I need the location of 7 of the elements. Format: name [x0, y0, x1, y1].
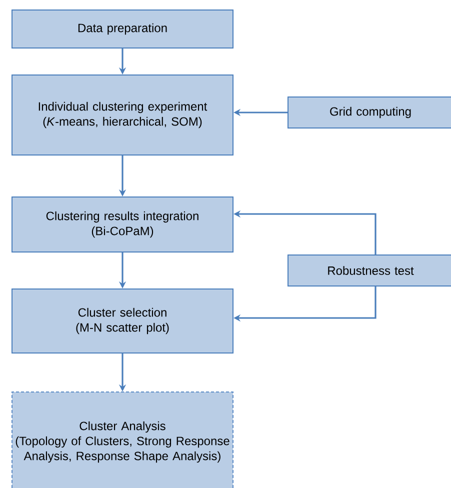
process-box: Individual clustering experiment (K-means, hierarchical, SOM) [12, 74, 234, 156]
process-box: Clustering results integration (Bi-CoPaM) [12, 196, 234, 252]
process-box: Cluster Analysis (Topology of Clusters, Strong Response Analysis, Response Shape Analysis) [12, 392, 234, 488]
process-box: Cluster selection (M-N scatter plot) [12, 288, 234, 354]
input-box: Grid computing [288, 96, 451, 128]
process-box: Data preparation [12, 10, 234, 48]
input-box: Robustness test [288, 254, 451, 286]
